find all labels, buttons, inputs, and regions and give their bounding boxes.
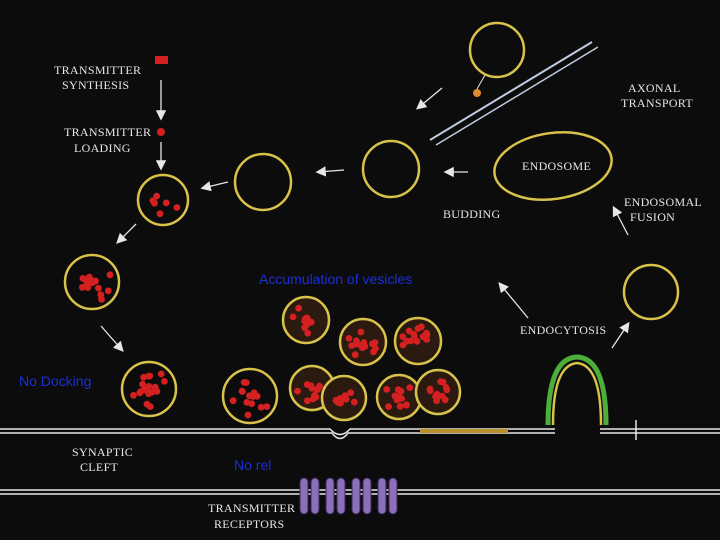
transmitter-synthesis-molecule xyxy=(155,56,168,64)
label-synaptic-cleft-2: CLEFT xyxy=(80,460,119,474)
filled-vesicle xyxy=(221,367,279,425)
filled-vesicles xyxy=(63,173,462,425)
filled-vesicle xyxy=(320,374,368,422)
filled-vesicle xyxy=(281,295,331,345)
label-budding: BUDDING xyxy=(443,207,500,221)
pathway-arrows xyxy=(100,80,630,352)
label-transmitter-synthesis-1: TRANSMITTER xyxy=(54,63,141,77)
transmitter-loading-molecule xyxy=(157,128,165,136)
empty-vesicles xyxy=(233,21,680,321)
annotation-accumulation: Accumulation of vesicles xyxy=(259,271,413,287)
label-endosomal-fusion-1: ENDOSOMAL xyxy=(624,195,702,209)
presynaptic-membrane xyxy=(0,420,720,440)
endosome xyxy=(493,131,613,201)
filled-vesicle xyxy=(120,360,178,418)
clathrin-coated-pit xyxy=(545,354,609,426)
filled-vesicle xyxy=(136,173,190,227)
filled-vesicle xyxy=(63,253,121,311)
label-endosomal-fusion-2: FUSION xyxy=(630,210,675,224)
label-transmitter-loading-2: LOADING xyxy=(74,141,131,155)
label-axonal-transport-1: AXONAL xyxy=(628,81,680,95)
annotation-no-release: No rel xyxy=(234,457,272,473)
label-synaptic-cleft-1: SYNAPTIC xyxy=(72,445,133,459)
label-transmitter-loading-1: TRANSMITTER xyxy=(64,125,151,139)
label-endocytosis: ENDOCYTOSIS xyxy=(520,323,606,337)
label-transmitter-receptors-1: TRANSMITTER xyxy=(208,501,295,515)
label-transmitter-synthesis-2: SYNTHESIS xyxy=(62,78,129,92)
label-transmitter-receptors-2: RECEPTORS xyxy=(214,517,285,531)
transmitter-receptors xyxy=(299,477,398,515)
filled-vesicle xyxy=(393,316,443,366)
label-endosome: ENDOSOME xyxy=(522,159,591,173)
label-axonal-transport-2: TRANSPORT xyxy=(621,96,693,110)
filled-vesicle xyxy=(375,373,423,421)
annotation-no-docking: No Docking xyxy=(19,373,92,389)
filled-vesicle xyxy=(338,317,388,367)
axonal-transport-microtubule xyxy=(429,41,599,146)
filled-vesicle xyxy=(414,368,462,416)
